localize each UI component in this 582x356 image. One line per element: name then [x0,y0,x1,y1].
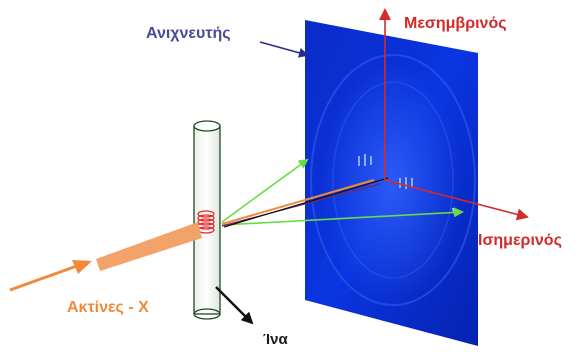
detector-glow [322,63,462,303]
detector-axes [379,8,529,221]
fiber-label: Ίνα [263,331,288,348]
ray-purple [221,183,381,227]
scattered-rays [221,158,464,228]
meridian-label: Μεσημβρινός [404,15,507,32]
diffraction-ring [310,54,476,306]
detector-pointer-arrow [259,41,309,58]
ray-black [223,177,389,228]
fiber-cylinder [193,120,221,320]
xrays-label: Ακτίνες - Χ [67,299,149,316]
xray-beam [9,222,202,292]
fiber-bottom [193,308,221,320]
ray-orange [221,179,375,225]
beam-body [96,222,202,271]
detector-panel [305,20,478,346]
equator-label: Ισημερινός [478,232,562,249]
ray-green-upper [221,158,309,223]
fiber-pointer-arrow [215,286,254,325]
fiber-top [193,120,221,132]
diffraction-ring-inner [332,81,454,279]
detector-label: Ανιχνευτής [146,25,231,42]
equator-axis [384,179,529,221]
fiber-body [193,125,221,315]
beam-arrowhead [72,260,92,274]
ray-green-lower [221,207,464,226]
